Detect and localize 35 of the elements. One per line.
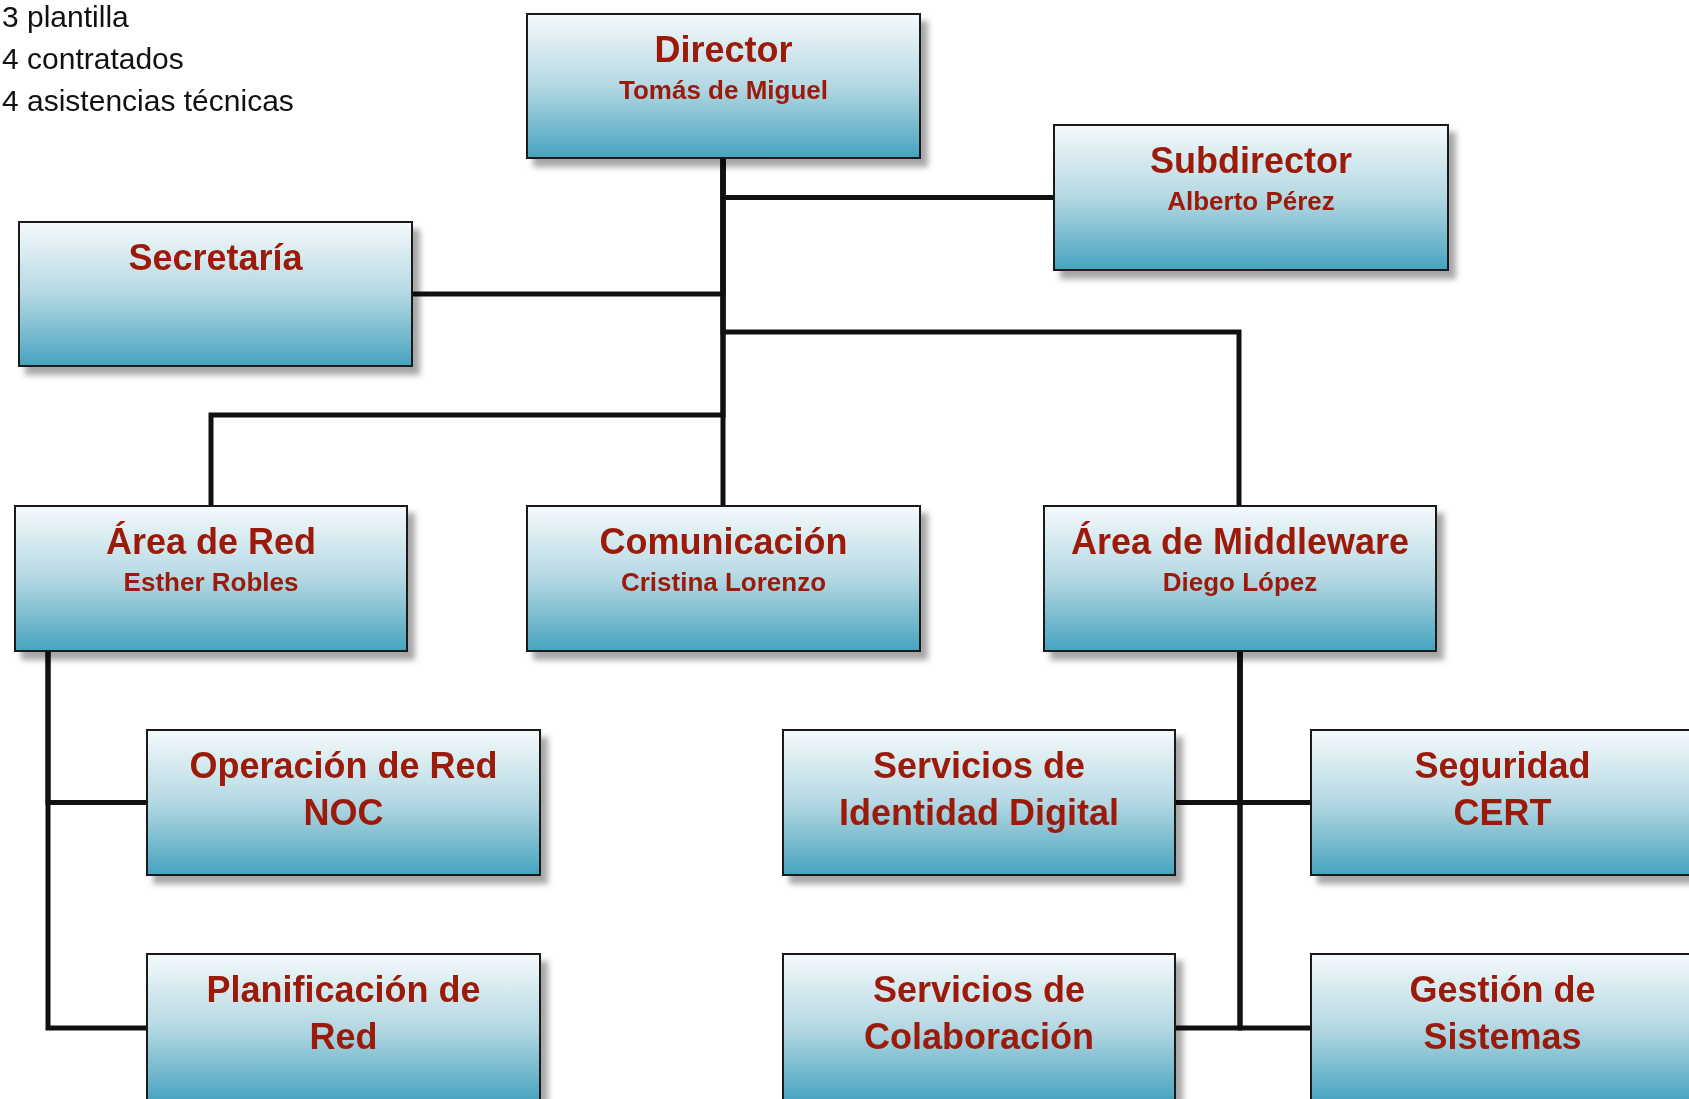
unit-title: Director [654,28,793,72]
org-box [1310,953,1689,1099]
org-box [782,729,1176,876]
unit-title: Área de Middleware [1070,520,1410,564]
staff-note: 4 contratados [2,42,184,76]
staff-note: 4 asistencias técnicas [2,84,294,118]
unit-title: Operación de Red NOC [188,744,499,835]
unit-title: Seguridad CERT [1413,744,1592,835]
person-name: Esther Robles [123,565,299,599]
org-box [1043,505,1437,652]
org-box [1053,124,1449,271]
org-box [146,729,541,876]
person-name: Alberto Pérez [1167,184,1335,218]
connector-line [45,652,146,1031]
connector-line [1237,652,1310,1031]
person-name: Diego López [1162,565,1318,599]
org-box [18,221,413,367]
unit-title: Comunicación [599,520,848,564]
unit-title: Gestión de Sistemas [1408,968,1597,1059]
connector-line [720,159,726,505]
org-box [526,505,921,652]
org-box [14,505,408,652]
org-box [1310,729,1689,876]
unit-title: Secretaría [128,236,303,280]
unit-title: Subdirector [1150,139,1352,183]
unit-title: Área de Red [105,520,317,564]
unit-title: Servicios de Colaboración [863,968,1095,1059]
unit-title: Servicios de Identidad Digital [838,744,1120,835]
unit-title: Planificación de Red [205,968,482,1059]
person-name: Cristina Lorenzo [620,565,827,599]
org-box [526,13,921,159]
person-name: Tomás de Miguel [619,73,828,107]
org-box [146,953,541,1099]
staff-note: 3 plantilla [2,0,129,34]
org-box [782,953,1176,1099]
